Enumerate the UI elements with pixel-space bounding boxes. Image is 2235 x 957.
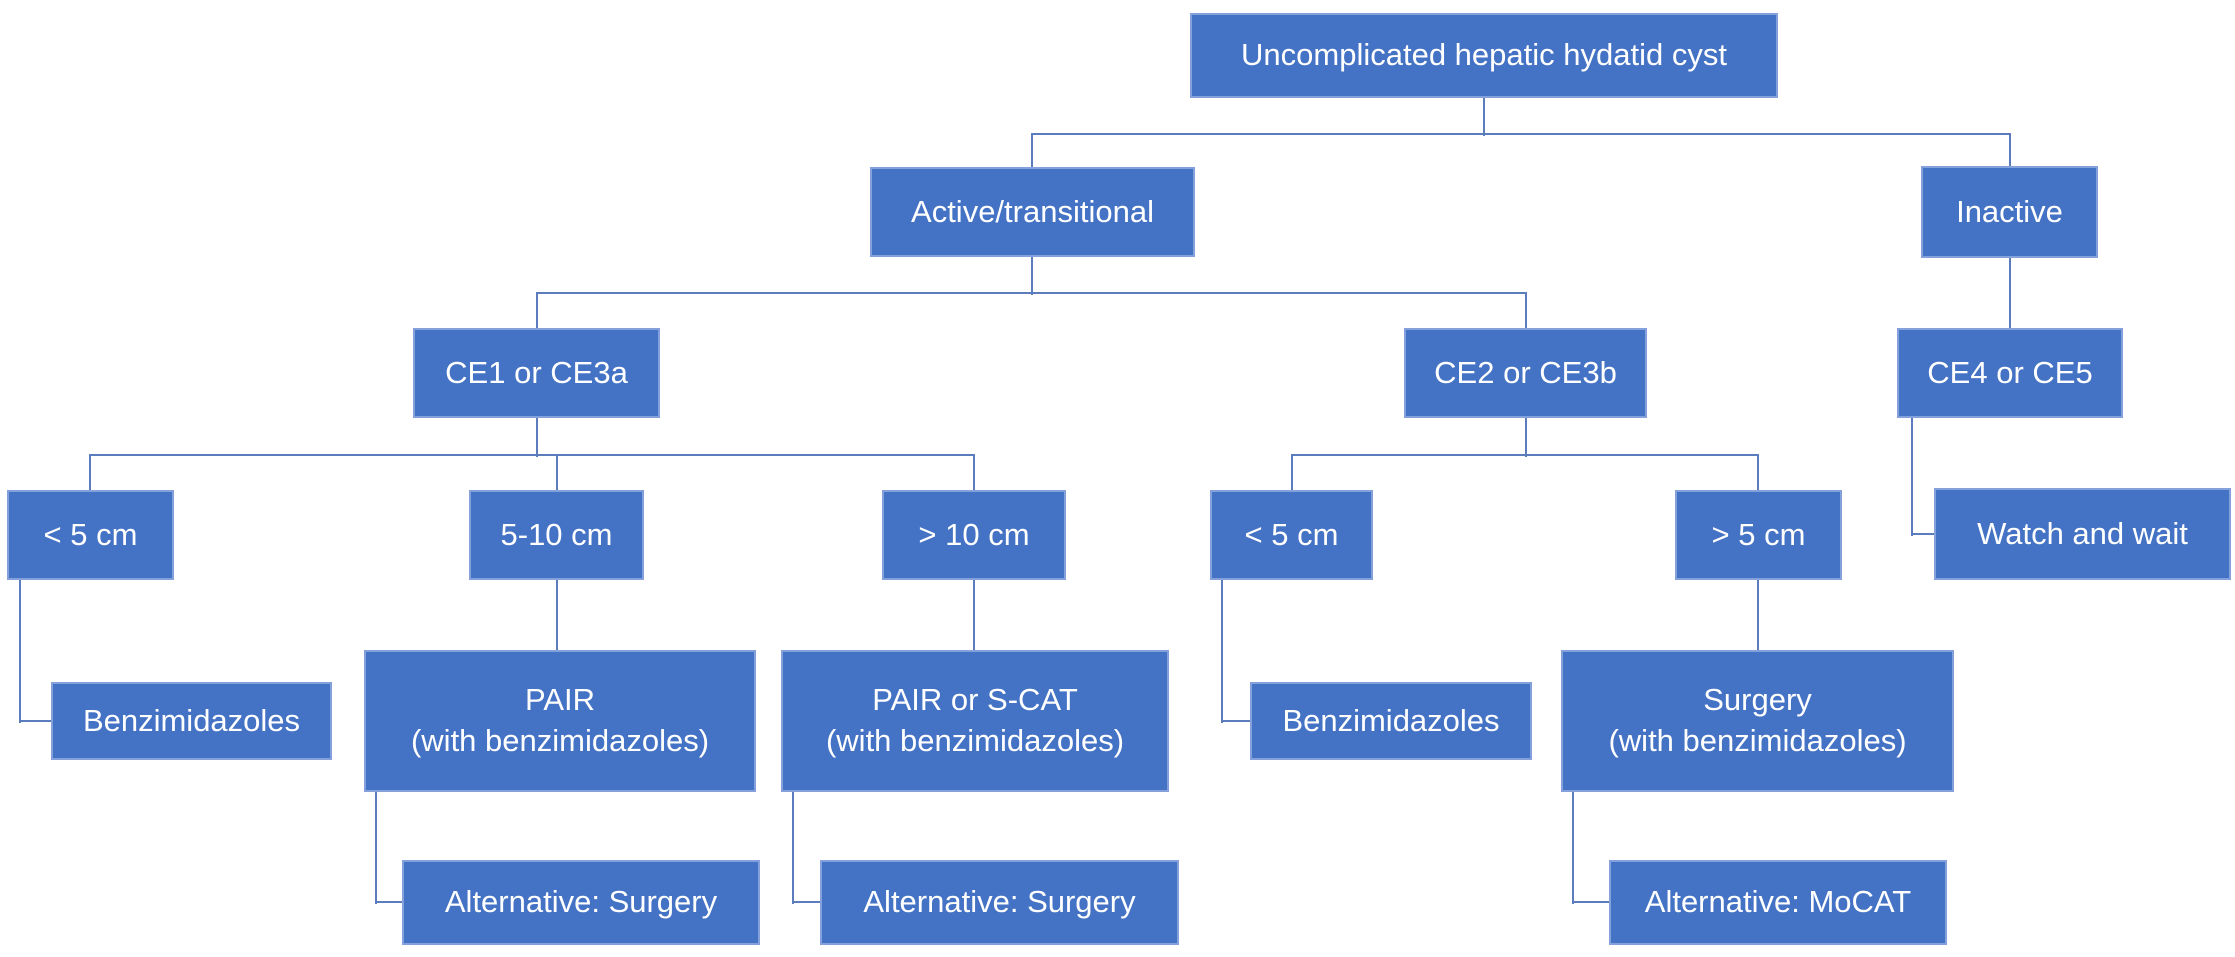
node-gt-10cm: > 10 cm xyxy=(882,490,1066,580)
node-alternative-surgery-2: Alternative: Surgery xyxy=(820,860,1179,945)
connector-segment xyxy=(556,580,558,652)
node-label: < 5 cm xyxy=(1244,516,1339,552)
connector-segment xyxy=(792,901,821,903)
connector-segment xyxy=(2009,134,2011,168)
node-gt-5cm: > 5 cm xyxy=(1675,490,1842,580)
node-inactive: Inactive xyxy=(1921,166,2098,258)
connector-segment xyxy=(2009,258,2011,330)
connector-segment xyxy=(1911,533,1935,535)
node-label: (with benzimidazoles) xyxy=(1608,723,1907,758)
connector-segment xyxy=(1031,133,2011,135)
connector-segment xyxy=(19,580,21,723)
node-active-transitional: Active/transitional xyxy=(870,167,1195,257)
connector-segment xyxy=(1221,580,1223,723)
node-label: Inactive xyxy=(1956,193,2063,229)
connector-segment xyxy=(536,292,1527,294)
node-label: CE1 or CE3a xyxy=(445,354,628,390)
connector-segment xyxy=(792,792,794,904)
connector-segment xyxy=(1757,580,1759,652)
connector-segment xyxy=(89,455,91,492)
node-label: Alternative: Surgery xyxy=(444,884,718,920)
connector-segment xyxy=(1031,257,1033,295)
connector-segment xyxy=(1911,418,1913,536)
connector-segment xyxy=(375,792,377,904)
node-ce4-or-ce5: CE4 or CE5 xyxy=(1897,328,2123,418)
node-benzimidazoles-right: Benzimidazoles xyxy=(1250,682,1532,760)
node-watch-and-wait: Watch and wait xyxy=(1934,488,2231,580)
connector-segment xyxy=(1031,134,1033,169)
connector-segment xyxy=(536,293,538,330)
node-label: (with benzimidazoles) xyxy=(410,723,710,758)
node-label: < 5 cm xyxy=(43,516,138,552)
connector-segment xyxy=(1572,901,1610,903)
node-alternative-mocat: Alternative: MoCAT xyxy=(1609,860,1947,945)
connector-segment xyxy=(1291,455,1293,492)
node-pair: PAIR (with benzimidazoles) xyxy=(364,650,756,792)
connector-segment xyxy=(375,901,403,903)
connector-segment xyxy=(1291,454,1759,456)
node-alternative-surgery-1: Alternative: Surgery xyxy=(402,860,760,945)
node-label: > 10 cm xyxy=(918,516,1030,552)
connector-segment xyxy=(536,418,538,457)
node-5-10cm: 5-10 cm xyxy=(469,490,644,580)
connector-segment xyxy=(1525,293,1527,330)
node-label: > 5 cm xyxy=(1711,516,1806,552)
connector-segment xyxy=(973,580,975,652)
node-lt-5cm-right: < 5 cm xyxy=(1210,490,1373,580)
node-label: CE2 or CE3b xyxy=(1434,354,1617,390)
node-lt-5cm-left: < 5 cm xyxy=(7,490,174,580)
connector-segment xyxy=(973,455,975,492)
connector-segment xyxy=(1757,455,1759,492)
node-label: PAIR xyxy=(524,682,596,718)
connector-segment xyxy=(1483,98,1485,136)
connector-segment xyxy=(1525,418,1527,457)
node-label: 5-10 cm xyxy=(500,516,613,552)
node-label: Alternative: Surgery xyxy=(863,884,1136,920)
node-pair-or-scat: PAIR or S-CAT (with benzimidazoles) xyxy=(781,650,1169,792)
connector-segment xyxy=(1221,720,1251,722)
node-label: PAIR or S-CAT xyxy=(872,682,1078,718)
node-label: Surgery xyxy=(1703,682,1812,718)
node-ce2-or-ce3b: CE2 or CE3b xyxy=(1404,328,1647,418)
node-label: Uncomplicated hepatic hydatid cyst xyxy=(1241,37,1727,73)
connector-segment xyxy=(1572,792,1574,904)
node-label: Benzimidazoles xyxy=(1282,702,1500,738)
node-label: Alternative: MoCAT xyxy=(1644,884,1912,920)
node-label: CE4 or CE5 xyxy=(1927,354,2093,390)
connector-segment xyxy=(89,454,975,456)
connector-segment xyxy=(556,455,558,492)
node-ce1-or-ce3a: CE1 or CE3a xyxy=(413,328,660,418)
node-benzimidazoles-left: Benzimidazoles xyxy=(51,682,332,760)
node-label: Active/transitional xyxy=(911,193,1154,229)
connector-segment xyxy=(19,720,52,722)
node-root: Uncomplicated hepatic hydatid cyst xyxy=(1190,13,1778,98)
node-label: Benzimidazoles xyxy=(82,702,301,738)
node-label: (with benzimidazoles) xyxy=(825,723,1125,758)
node-label: Watch and wait xyxy=(1977,515,2188,551)
node-surgery: Surgery (with benzimidazoles) xyxy=(1561,650,1954,792)
